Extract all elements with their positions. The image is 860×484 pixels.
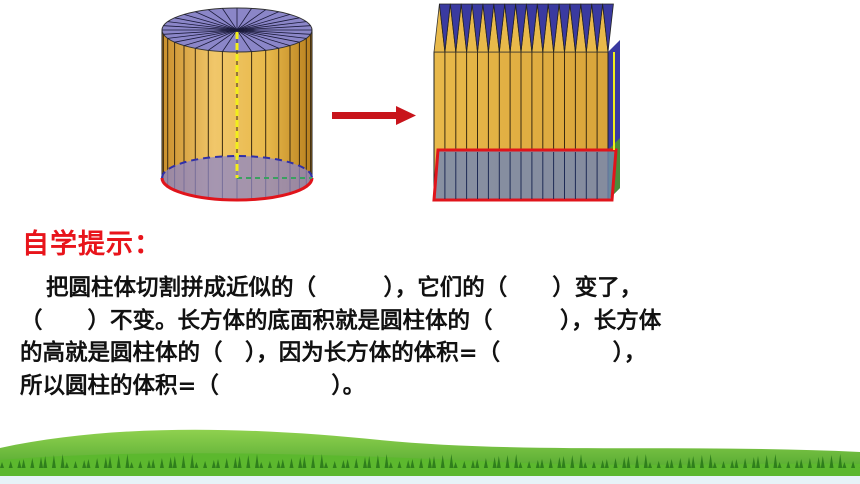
grass-ground-decoration — [0, 429, 860, 484]
right-arrow-icon — [332, 106, 416, 125]
prompt-line-3: 的高就是圆柱体的（ ），因为长方体的体积=（ ）， — [20, 340, 647, 367]
rearranged-cuboid-figure — [432, 3, 620, 202]
prompt-line-2: （ ）不变。长方体的底面积就是圆柱体的（ ），长方体 — [20, 307, 662, 334]
cylinder-slices-figure — [160, 7, 314, 202]
self-study-prompt: 把圆柱体切割拼成近似的（ ），它们的（ ）变了， （ ）不变。长方体的底面积就是… — [20, 272, 848, 403]
prompt-line-4: 所以圆柱的体积=（ ）。 — [20, 372, 366, 399]
self-study-heading: 自学提示： — [22, 229, 162, 260]
prompt-line-1: 把圆柱体切割拼成近似的（ ），它们的（ ）变了， — [46, 275, 643, 301]
